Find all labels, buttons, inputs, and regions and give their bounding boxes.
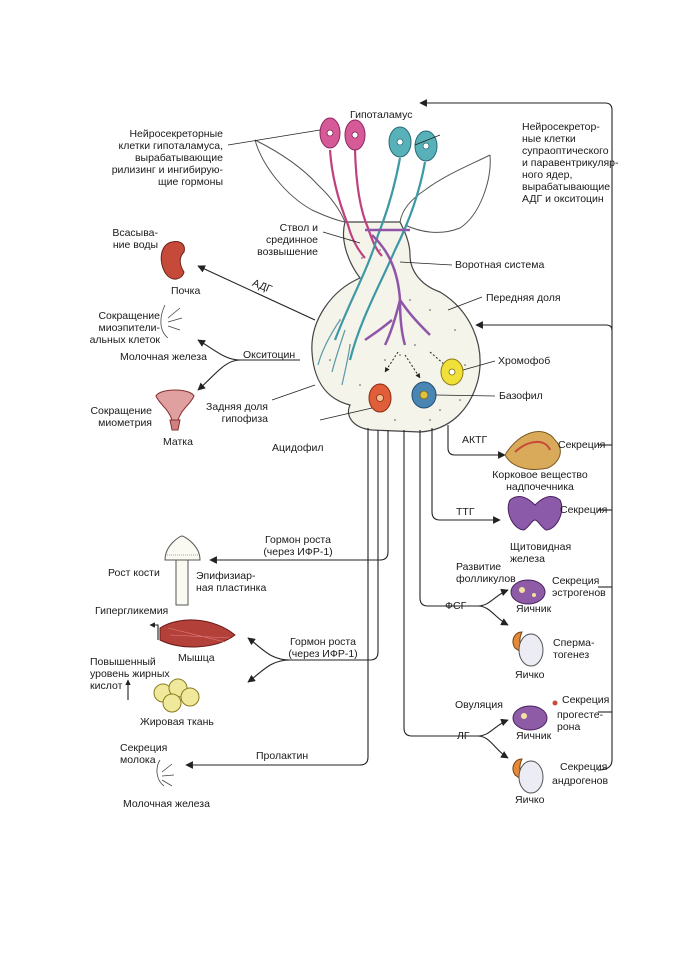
ovary-image-2 <box>512 700 558 731</box>
testis-image-2 <box>512 758 544 794</box>
label-hypothalamus: Гипоталамус <box>350 109 413 121</box>
label-mammary-1: Молочная железа <box>120 351 207 363</box>
hypothalamus-outline <box>254 139 491 233</box>
label-prolactin: Пролактин <box>256 750 309 762</box>
label-oxytocin: Окситоцин <box>243 349 296 361</box>
label-testis-2: Яичко <box>515 794 545 806</box>
label-stalk: Ствол и срединное возвышение <box>257 222 318 258</box>
label-fatty: Повышенный уровень жирных кислот <box>90 656 170 692</box>
label-neuro-left: Нейросекреторные клетки гипоталамуса, вы… <box>111 128 223 188</box>
label-gh-2: Гормон роста (через ИФР-1) <box>288 636 358 660</box>
label-kidney: Почка <box>171 285 201 297</box>
testis-image-1 <box>512 631 544 667</box>
label-muscle: Мышца <box>178 652 215 664</box>
label-actg: АКТГ <box>462 434 488 446</box>
feedback-lines <box>419 99 613 771</box>
label-uterus: Матка <box>163 436 193 448</box>
label-milk: Секреция молока <box>120 742 168 766</box>
label-anterior: Передняя доля <box>486 292 561 304</box>
muscle-image <box>159 619 236 648</box>
label-basophil: Базофил <box>499 390 543 402</box>
label-myometrium: Сокращение миометрия <box>90 405 152 429</box>
label-sperm: Сперма- тогенез <box>553 637 595 661</box>
label-neuro-right: Нейросекретор- ные клетки супраоптическо… <box>522 121 619 205</box>
portal-system <box>364 228 431 346</box>
label-plate: Эпифизиар- ная пластинка <box>196 570 267 594</box>
label-thyroid: Щитовидная железа <box>510 541 572 565</box>
posterior-fibers <box>317 319 351 386</box>
label-lh: ЛГ <box>457 730 470 742</box>
pointer-lines <box>227 129 496 421</box>
label-ovary-2: Яичник <box>516 730 552 742</box>
label-posterior: Задняя доля гипофиза <box>206 401 268 425</box>
label-acidophil: Ацидофил <box>272 442 324 454</box>
uterus-image <box>155 389 195 431</box>
label-androgen: андрогенов <box>552 775 609 787</box>
mammary-gland-image-1 <box>160 304 183 339</box>
label-myoepi: Сокращение миоэпители- альных клеток <box>89 310 160 346</box>
label-ovulation: Овуляция <box>455 699 503 711</box>
label-gh-1: Гормон роста (через ИФР-1) <box>263 534 333 558</box>
label-progesterone: прогесте- рона <box>557 709 604 733</box>
mammary-gland-image-2 <box>156 759 175 787</box>
label-portal: Воротная система <box>455 259 545 271</box>
label-secretion-3: Секреция <box>562 694 610 706</box>
label-mammary-2: Молочная железа <box>123 798 210 810</box>
label-adipose: Жировая ткань <box>140 716 214 728</box>
label-follicles: Развитие фолликулов <box>456 561 516 585</box>
label-testis-1: Яичко <box>515 669 545 681</box>
label-cortex: Корковое вещество надпочечника <box>492 469 588 493</box>
label-estrogen: Секреция эстрогенов <box>552 575 606 599</box>
neuro-cells-magenta <box>328 149 383 259</box>
label-water: Всасыва- ние воды <box>112 227 158 251</box>
label-ovary-1: Яичник <box>516 603 552 615</box>
label-chromophobe: Хромофоб <box>498 355 551 367</box>
posterior-arrows <box>197 265 316 391</box>
thyroid-image <box>507 496 563 531</box>
bone-image <box>164 535 201 606</box>
label-secretion-4: Секреция <box>560 761 608 773</box>
ovary-image-1 <box>510 579 546 605</box>
label-hyperglycemia: Гипергликемия <box>95 605 169 617</box>
adipose-image <box>153 678 200 713</box>
adrenal-cortex-image <box>504 431 561 470</box>
label-bone: Рост кости <box>108 567 160 579</box>
label-ttg: ТТГ <box>456 506 475 518</box>
portal-dashes <box>384 351 446 379</box>
kidney-image <box>160 241 185 280</box>
neuro-cells-teal <box>333 157 427 361</box>
label-fsh: ФСГ <box>445 600 467 612</box>
anterior-arrows <box>125 425 509 769</box>
label-secretion-1: Секреция <box>558 439 606 451</box>
pituitary-gland <box>311 221 481 433</box>
label-secretion-2: Секреция <box>560 504 608 516</box>
